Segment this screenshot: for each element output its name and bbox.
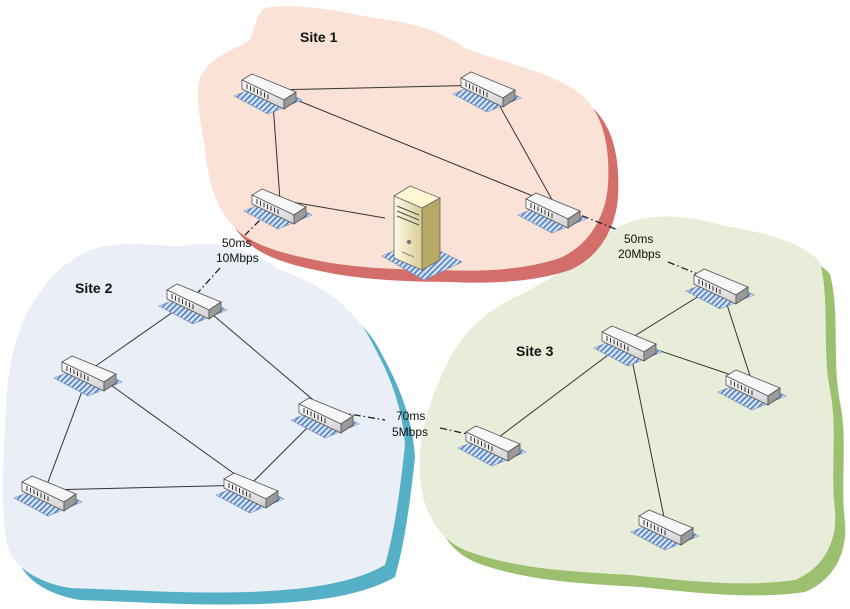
site-2-label: Site 2 [75, 280, 113, 296]
link [279, 199, 386, 219]
wan-s1-s3-latency: 50ms [624, 232, 653, 246]
link [627, 339, 666, 523]
link [494, 339, 629, 441]
site-3-label: Site 3 [516, 343, 554, 359]
site-2-cloud-body [2, 244, 405, 593]
wan-s2-s3-bandwidth: 5Mbps [392, 425, 428, 439]
wan-s1-s3-bandwidth: 20Mbps [618, 247, 661, 261]
link [192, 297, 326, 411]
wan-s1-s2-bandwidth: 10Mbps [216, 251, 259, 265]
wan-s2-s3-latency: 70ms [396, 409, 425, 423]
link [44, 484, 251, 491]
site-3-cloud-body [419, 216, 836, 584]
link [271, 89, 556, 206]
link [271, 84, 489, 91]
wan-s1-s2-latency: 50ms [222, 236, 251, 250]
site-1-label: Site 1 [300, 29, 338, 45]
site-2-cloud [2, 244, 415, 605]
site-3-cloud [419, 216, 846, 596]
link [89, 369, 251, 486]
